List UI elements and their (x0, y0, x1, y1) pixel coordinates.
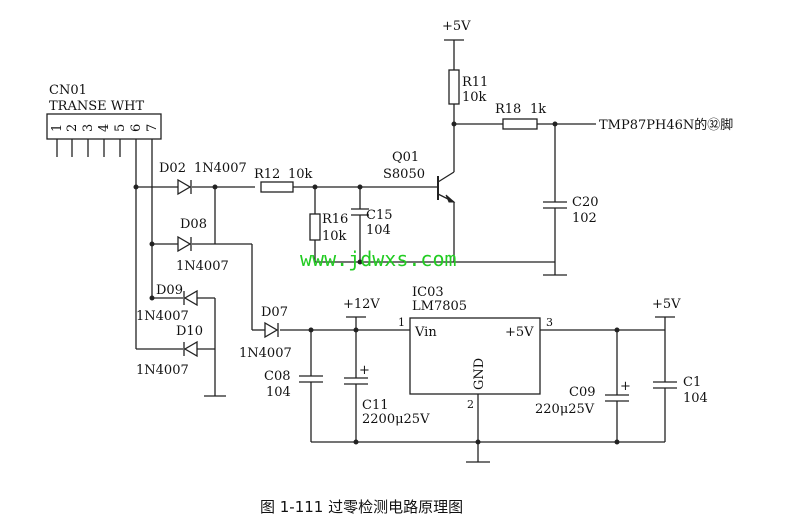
capacitor-c08 (299, 375, 323, 383)
c1-ref: C1 (683, 375, 701, 390)
connector-pin-label: 3 (81, 124, 96, 132)
connector-label: TRANSE WHT (49, 99, 144, 114)
d08-ref: D08 (180, 217, 207, 232)
regulator-ic03 (409, 317, 541, 395)
power-bars (346, 39, 675, 318)
connector-ref: CN01 (49, 83, 87, 98)
connector-pin-label: 1 (50, 124, 65, 132)
capacitor-c11 (344, 377, 368, 385)
c20-ref: C20 (572, 195, 599, 210)
vcc-right-label: +5V (652, 297, 681, 312)
vcc-top-label: +5V (442, 19, 471, 34)
c08-value: 104 (266, 385, 291, 400)
wires (56, 40, 666, 462)
connector-pin-label: 4 (97, 124, 112, 132)
figure-caption: 图 1-111 过零检测电路原理图 (260, 498, 463, 516)
d02-ref: D02 (159, 161, 186, 176)
c1-value: 104 (683, 391, 708, 406)
watermark: www.jdwxs.com (300, 247, 457, 271)
ic03-pin-gnd: GND (472, 358, 487, 390)
connector-cn01: 1 2 3 4 5 6 7 (46, 113, 162, 140)
ic03-pin-out: +5V (505, 325, 534, 340)
r11-value: 10k (462, 90, 487, 105)
resistor-r12 (260, 181, 294, 193)
c20-value: 102 (572, 211, 597, 226)
resistor-r16 (309, 213, 321, 241)
ic03-ref: IC03 (412, 285, 444, 300)
connector-pin-label: 5 (113, 124, 128, 132)
ic03-pin3-number: 3 (546, 316, 553, 329)
d09-value: 1N4007 (136, 309, 189, 324)
r18-value: 1k (530, 102, 546, 117)
d07-ref: D07 (261, 305, 288, 320)
capacitor-c1 (653, 381, 677, 389)
resistor-r18 (502, 118, 538, 130)
r11-ref: R11 (462, 75, 488, 90)
d07-value: 1N4007 (239, 346, 292, 361)
c15-ref: C15 (366, 208, 393, 223)
r18-ref: R18 (495, 102, 521, 117)
labels: CN01 TRANSE WHT D02 1N4007 D08 1N4007 D0… (49, 19, 733, 427)
r16-ref: R16 (322, 212, 348, 227)
c08-ref: C08 (264, 369, 291, 384)
ic03-value: LM7805 (412, 299, 467, 314)
connector-pin-label: 2 (65, 124, 80, 132)
v12-label: +12V (343, 297, 380, 312)
ic03-pin2-number: 2 (467, 398, 474, 411)
diode-d10 (183, 340, 198, 358)
c11-polarity-mark: + (359, 363, 370, 378)
r12-value: 10k (288, 167, 313, 182)
q01-value: S8050 (383, 167, 425, 182)
connector-pin-label: 6 (129, 124, 144, 132)
ground-symbols (466, 274, 567, 463)
ic03-pin1-number: 1 (398, 316, 405, 329)
diode-d09 (183, 289, 198, 307)
connector-pin-label: 7 (145, 124, 160, 132)
d10-value: 1N4007 (136, 363, 189, 378)
transistor-q01 (437, 171, 456, 203)
junctions (133, 121, 620, 445)
diode-d07 (264, 321, 279, 339)
diode-d02 (177, 178, 192, 196)
ic03-pin-vin: Vin (414, 325, 437, 340)
capacitor-c09 (605, 394, 629, 402)
r16-value: 10k (322, 229, 347, 244)
c11-ref: C11 (362, 398, 389, 413)
d08-value: 1N4007 (176, 259, 229, 274)
capacitor-c15 (351, 208, 369, 216)
c11-value: 2200μ25V (362, 412, 430, 427)
output-label: TMP87PH46N的㉜脚 (599, 117, 733, 133)
c09-polarity-mark: + (620, 379, 631, 394)
emitter-arrow-icon (445, 194, 456, 203)
d02-value: 1N4007 (194, 161, 247, 176)
diode-d08 (177, 235, 192, 253)
c15-value: 104 (366, 223, 391, 238)
d09-ref: D09 (156, 283, 183, 298)
c09-ref: C09 (569, 385, 596, 400)
resistor-r11 (448, 69, 460, 105)
d10-ref: D10 (176, 324, 203, 339)
r12-ref: R12 (254, 167, 280, 182)
c09-value: 220μ25V (535, 402, 595, 417)
q01-ref: Q01 (392, 150, 419, 165)
capacitor-c20 (543, 201, 567, 209)
